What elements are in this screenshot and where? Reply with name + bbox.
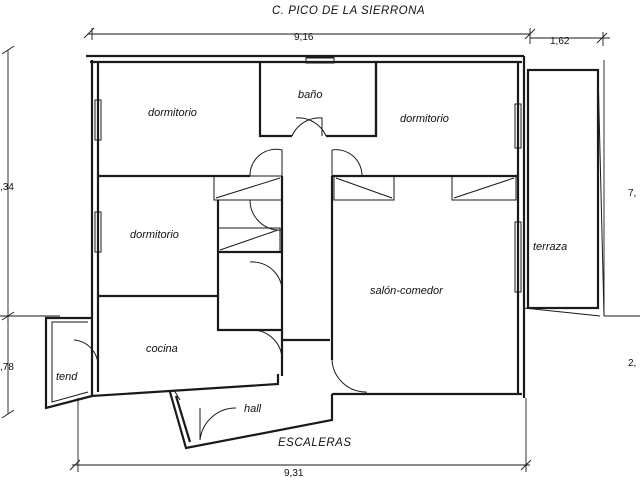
dimension-right-lower: 2,	[628, 358, 636, 369]
room-label-bedroom-3: dormitorio	[130, 229, 179, 241]
right-dimension-lines	[603, 60, 640, 317]
street-name: C. PICO DE LA SIERRONA	[272, 5, 425, 17]
room-label-bedroom-2: dormitorio	[400, 113, 449, 125]
dimension-top-right: 1,62	[550, 36, 570, 47]
dimension-bottom: 9,31	[284, 468, 304, 479]
hall-entrance	[168, 389, 334, 450]
windows	[94, 99, 522, 293]
room-label-laundry: tend	[56, 371, 78, 383]
terrace-outline	[523, 68, 605, 317]
door-swings	[73, 117, 367, 441]
dimension-left-lower: ,78	[0, 362, 14, 373]
interior-walls	[98, 62, 518, 376]
bottom-dimension-line	[69, 398, 532, 472]
top-dimension-lines	[83, 27, 610, 46]
left-dimension-lines	[0, 45, 60, 419]
room-label-terrace: terraza	[533, 241, 567, 253]
laundry-outline	[44, 316, 93, 410]
dimension-right-upper: 7,	[628, 188, 636, 199]
stairs-label: ESCALERAS	[278, 437, 352, 449]
room-label-bathroom: baño	[298, 89, 322, 101]
room-label-hall: hall	[244, 403, 262, 415]
room-label-kitchen: cocina	[146, 343, 178, 355]
dimension-left-upper: ,34	[0, 182, 14, 193]
outer-walls	[86, 54, 526, 398]
dimension-top-main: 9,16	[294, 32, 314, 43]
room-label-living-dining: salón-comedor	[370, 285, 444, 297]
room-label-bedroom-1: dormitorio	[148, 107, 197, 119]
